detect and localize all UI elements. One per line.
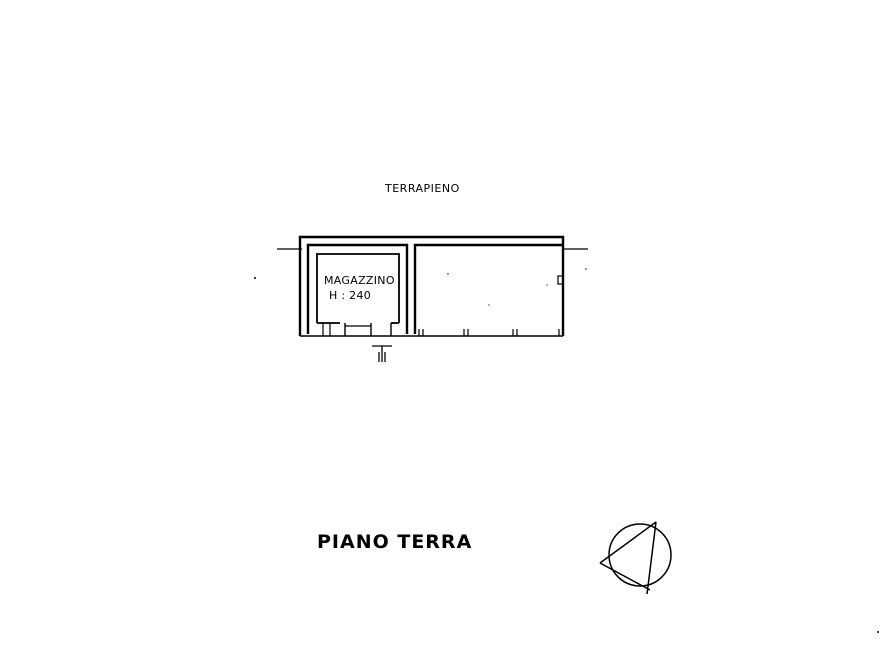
floor-title: PIANO TERRA: [317, 531, 472, 553]
magazzino-room: [316, 253, 400, 336]
terrapieno-label: TERRAPIENO: [384, 182, 460, 195]
outer-walls: [298, 235, 565, 337]
entrance-arrow-icon: [372, 345, 392, 362]
room-height-label: H : 240: [329, 289, 371, 302]
north-arrow-icon: [599, 521, 672, 595]
drawing-specks: [254, 268, 879, 633]
pillar-marks: [418, 275, 564, 336]
room-name-label: MAGAZZINO: [324, 274, 395, 287]
